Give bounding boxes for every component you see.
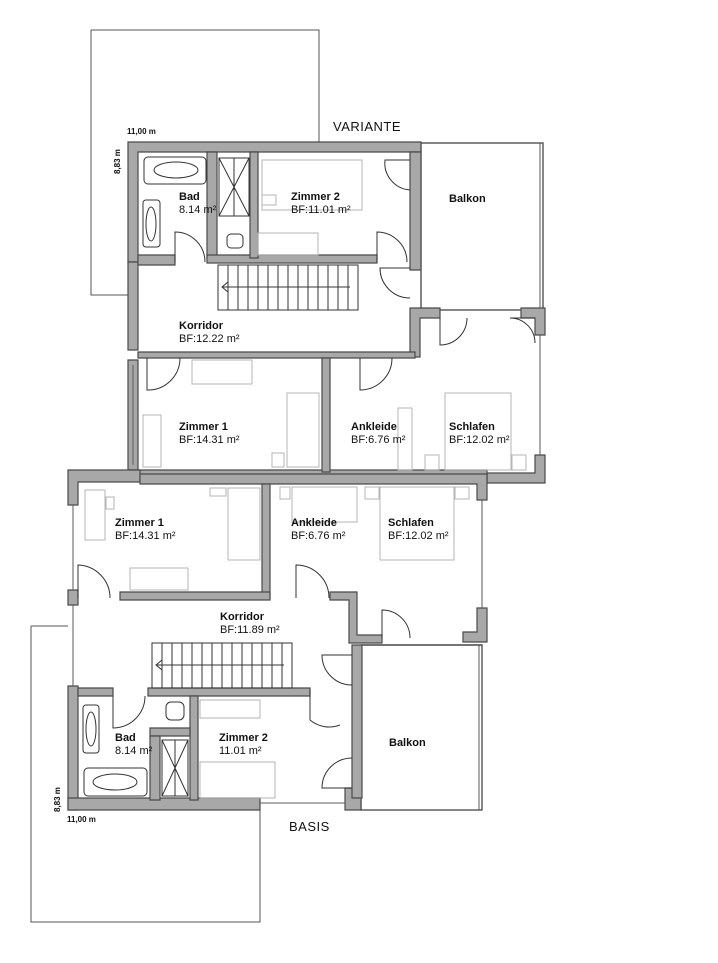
room-name: Schlafen	[449, 421, 495, 433]
room-area: BF:14.31 m²	[179, 434, 240, 446]
variante-plan	[127, 141, 546, 484]
room-area: BF:14.31 m²	[115, 530, 176, 542]
basis-plot-outline	[30, 625, 261, 923]
basis-plan	[67, 469, 488, 811]
variante-height-dimension: 8,83 m	[113, 149, 122, 174]
basis-room-zimmer-1: Zimmer 1 BF:14.31 m²	[115, 517, 176, 543]
variante-room-zimmer-2: Zimmer 2 BF:11.01 m²	[291, 191, 351, 217]
variante-balkon-outline	[420, 142, 544, 311]
room-name: Zimmer 1	[179, 421, 228, 433]
room-name: Zimmer 2	[291, 191, 340, 203]
variante-plot-outline	[90, 29, 320, 296]
room-name: Bad	[115, 732, 136, 744]
room-name: Balkon	[449, 193, 486, 205]
variante-room-bad: Bad 8.14 m²	[179, 191, 216, 217]
variante-heading: VARIANTE	[333, 119, 402, 134]
room-area: BF:12.02 m²	[388, 530, 449, 542]
room-name: Korridor	[179, 320, 223, 332]
basis-height-dimension: 8,83 m	[53, 787, 62, 812]
room-area: BF:12.02 m²	[449, 434, 510, 446]
basis-furniture	[84, 486, 470, 799]
room-area: 8.14 m²	[179, 204, 217, 216]
room-name: Korridor	[220, 611, 264, 623]
basis-room-zimmer-2: Zimmer 2 11.01 m²	[219, 732, 268, 758]
room-area: BF:6.76 m²	[351, 434, 406, 446]
room-area: BF:11.89 m²	[220, 624, 280, 636]
room-area: BF:6.76 m²	[291, 530, 346, 542]
basis-balkon-outline	[360, 644, 483, 811]
variante-room-schlafen: Schlafen BF:12.02 m²	[449, 421, 510, 447]
basis-room-bad: Bad 8.14 m²	[115, 732, 152, 758]
variante-width-dimension: 11,00 m	[127, 127, 156, 136]
variante-furniture	[142, 159, 527, 471]
room-name: Balkon	[389, 737, 426, 749]
room-area: 11.01 m²	[219, 745, 262, 757]
basis-room-schlafen: Schlafen BF:12.02 m²	[388, 517, 449, 543]
basis-room-ankleide: Ankleide BF:6.76 m²	[291, 517, 345, 543]
room-name: Ankleide	[291, 517, 337, 529]
room-name: Schlafen	[388, 517, 434, 529]
room-name: Ankleide	[351, 421, 397, 433]
room-area: 8.14 m²	[115, 745, 153, 757]
basis-room-korridor: Korridor BF:11.89 m²	[220, 611, 280, 637]
basis-stair	[151, 642, 293, 689]
basis-width-dimension: 11,00 m	[67, 815, 96, 824]
variante-room-zimmer-1: Zimmer 1 BF:14.31 m²	[179, 421, 240, 447]
basis-room-balkon: Balkon	[389, 737, 426, 750]
room-name: Zimmer 2	[219, 732, 268, 744]
variante-room-balkon: Balkon	[449, 193, 486, 206]
room-area: BF:12.22 m²	[179, 333, 240, 345]
room-name: Bad	[179, 191, 200, 203]
basis-heading: BASIS	[289, 819, 330, 834]
room-area: BF:11.01 m²	[291, 204, 351, 216]
variante-room-ankleide: Ankleide BF:6.76 m²	[351, 421, 405, 447]
variante-stair	[217, 264, 359, 311]
variante-room-korridor: Korridor BF:12.22 m²	[179, 320, 240, 346]
room-name: Zimmer 1	[115, 517, 164, 529]
